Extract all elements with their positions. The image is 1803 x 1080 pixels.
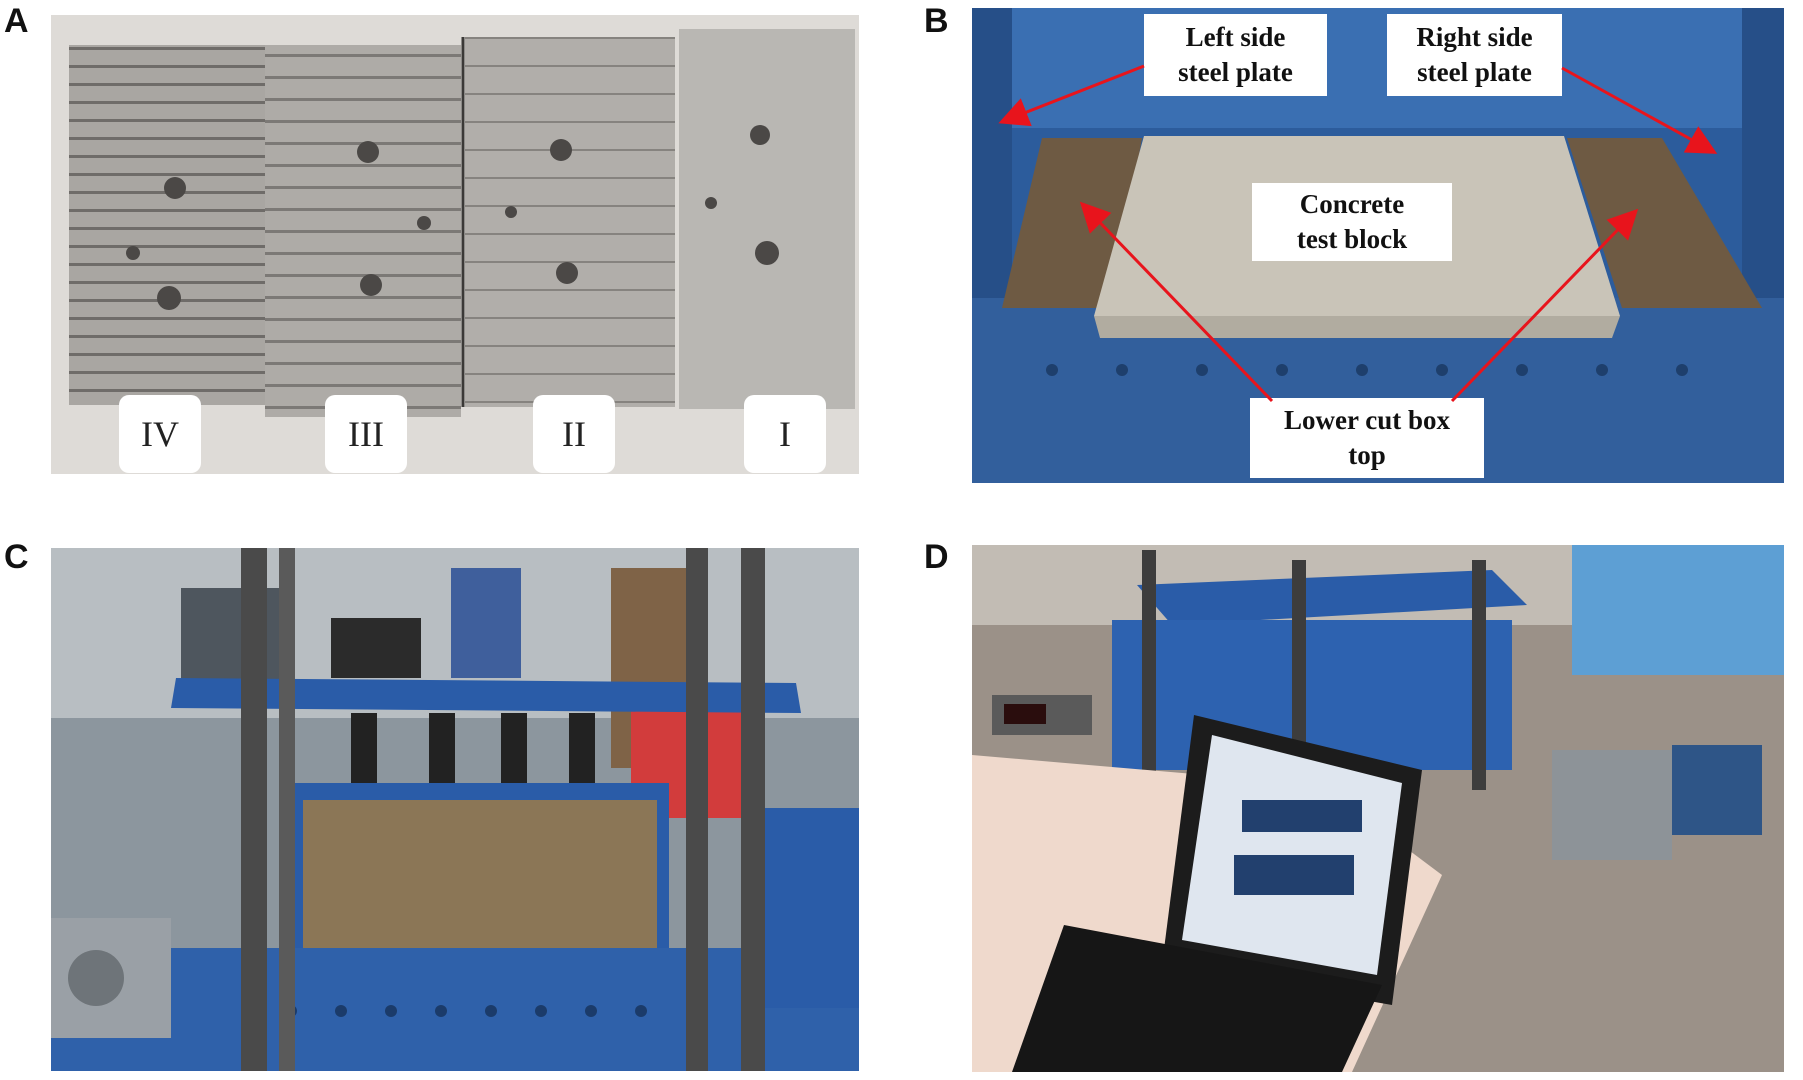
steel-plates-image: [51, 15, 859, 474]
panel-label-c: C: [4, 538, 29, 576]
panel-label-a: A: [4, 2, 29, 40]
plate-label-iv: IV: [119, 395, 201, 473]
panel-label-d: D: [924, 538, 949, 576]
test-setup-photo: [972, 545, 1784, 1072]
steel-plates-photo: IV III II I: [51, 15, 859, 474]
label-right-steel-plate: Right side steel plate: [1387, 14, 1562, 96]
plate-label-ii: II: [533, 395, 615, 473]
label-left-steel-plate: Left side steel plate: [1144, 14, 1327, 96]
plate-label-i: I: [744, 395, 826, 473]
shear-box-photo: Left side steel plate Right side steel p…: [972, 8, 1784, 483]
label-concrete-test-block: Concrete test block: [1252, 183, 1452, 261]
plate-label-iii: III: [325, 395, 407, 473]
arrow-right-plate: [1561, 66, 1718, 154]
arrow-lower-right: [1450, 208, 1639, 403]
test-setup-image: [972, 545, 1784, 1072]
shear-apparatus-image: [51, 548, 859, 1071]
label-lower-cut-box-top: Lower cut box top: [1250, 398, 1484, 478]
panel-label-b: B: [924, 2, 949, 40]
shear-apparatus-photo: [51, 548, 859, 1071]
arrow-lower-left: [1079, 201, 1274, 403]
annotation-arrows: [998, 64, 1718, 403]
arrow-left-plate: [998, 64, 1145, 127]
